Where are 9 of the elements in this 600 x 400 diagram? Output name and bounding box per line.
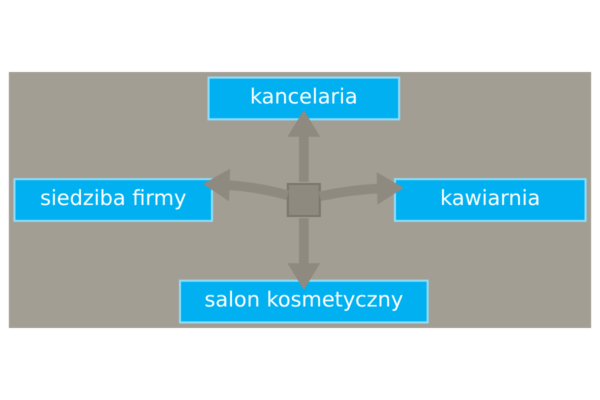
arrow — [318, 172, 404, 205]
arrow — [287, 110, 320, 182]
node-box — [286, 182, 321, 218]
node-box: kancelaria — [207, 76, 400, 120]
arrow — [287, 218, 320, 290]
node-box: siedziba firmy — [13, 178, 214, 222]
arrow — [202, 168, 289, 202]
node-box: kawiarnia — [394, 178, 587, 222]
node-box: salon kosmetyczny — [178, 280, 429, 324]
